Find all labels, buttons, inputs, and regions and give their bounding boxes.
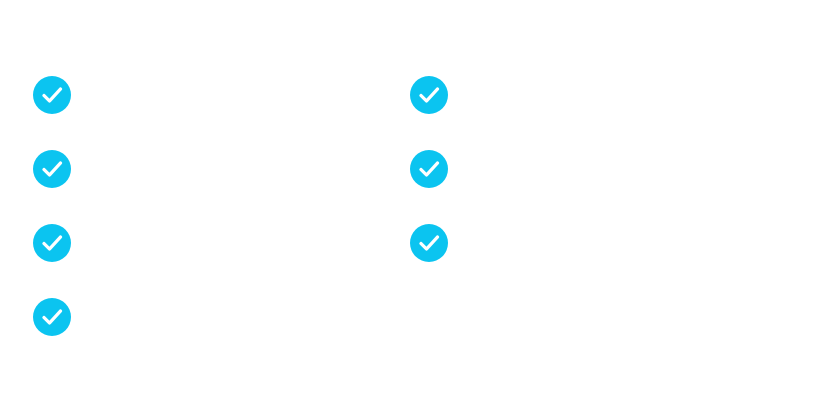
check-circle-icon [33,76,71,114]
checklist [33,76,787,372]
checklist-item-right-2 [410,150,787,224]
checklist-item-right-1 [410,76,787,150]
checklist-item-right-3 [410,224,787,298]
check-circle-icon [33,298,71,336]
checklist-item-left-3 [33,224,410,298]
checklist-item-left-2 [33,150,410,224]
checklist-item-left-4 [33,298,410,372]
check-circle-icon [410,150,448,188]
check-circle-icon [33,224,71,262]
check-circle-icon [33,150,71,188]
checklist-item-left-1 [33,76,410,150]
check-circle-icon [410,224,448,262]
check-circle-icon [410,76,448,114]
